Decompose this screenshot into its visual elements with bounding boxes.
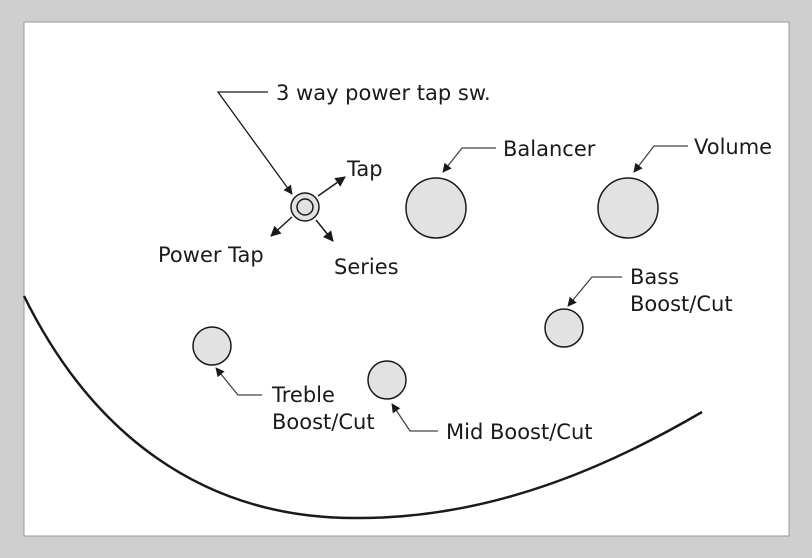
power-tap-label: Power Tap (158, 243, 264, 267)
volume-knob (597, 177, 659, 239)
bass-leader-line (567, 276, 622, 307)
guitar-body-edge (22, 295, 703, 520)
bass-label-line1: Bass (630, 265, 679, 289)
power-tap-switch (290, 192, 320, 222)
mid-leader-line (391, 403, 438, 432)
volume-leader-line (633, 145, 688, 173)
treble-leader-line (215, 367, 262, 396)
series-label: Series (334, 255, 399, 279)
switch-leader-line (216, 91, 293, 195)
tap-arrow (317, 176, 346, 197)
bass-label-line2: Boost/Cut (630, 292, 733, 316)
balancer-label: Balancer (503, 137, 596, 161)
volume-label: Volume (694, 135, 772, 159)
treble-knob (192, 326, 232, 366)
bass-knob (544, 308, 584, 348)
mid-knob (367, 360, 407, 400)
treble-label-line2: Boost/Cut (272, 410, 375, 434)
switch-inner-ring (296, 198, 314, 216)
series-arrow (315, 219, 334, 242)
balancer-knob (405, 177, 467, 239)
tap-label: Tap (346, 157, 383, 181)
power-tap-arrow (270, 216, 293, 237)
balancer-leader-line (442, 147, 496, 173)
switch-label: 3 way power tap sw. (276, 81, 491, 105)
diagram-panel (23, 21, 790, 537)
treble-label-line1: Treble (271, 383, 335, 407)
mid-label: Mid Boost/Cut (446, 420, 593, 444)
